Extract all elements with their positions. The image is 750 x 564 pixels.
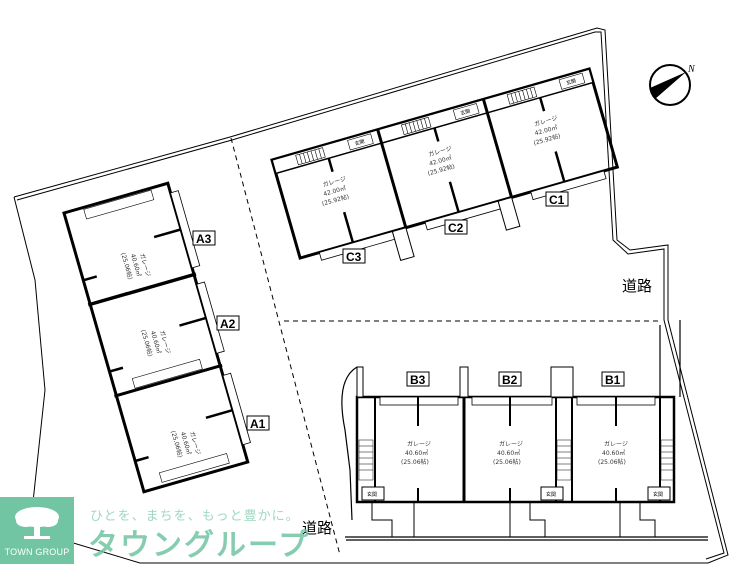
- unit-a3-room: ガレージ 40.60㎡ (25.06帖): [119, 252, 152, 281]
- brand-logo: TOWN GROUP: [0, 497, 74, 564]
- unit-c1-room: ガレージ 42.00㎡ (25.92帖): [532, 114, 561, 147]
- unit-tag-b2: B2: [498, 371, 522, 387]
- north-compass-icon: N: [649, 64, 696, 106]
- road-label-bottom: 道路: [302, 519, 332, 537]
- building-b: 玄関 玄関 玄関: [341, 320, 708, 541]
- svg-text:(25.06帖): (25.06帖): [598, 458, 626, 466]
- building-c: 玄関 玄関 玄関 ガレージ 42.00㎡ (25.92帖) ガレージ 42.00…: [270, 67, 620, 262]
- entrance-label: 玄関: [460, 108, 472, 117]
- property-boundary: [13, 27, 729, 564]
- unit-tag-c2: C2: [444, 219, 468, 235]
- unit-tag-b1: B1: [601, 371, 625, 387]
- brand-kana: タウングループ: [88, 528, 311, 563]
- road-label-right: 道路: [622, 277, 652, 295]
- svg-text:B3: B3: [410, 373, 426, 387]
- entrance-label: 玄関: [546, 491, 556, 498]
- entrance-label: 玄関: [565, 77, 577, 86]
- unit-tag-a2: A2: [216, 315, 240, 331]
- brand-name: TOWN GROUP: [4, 547, 70, 557]
- svg-text:A3: A3: [196, 232, 212, 246]
- tree-icon: [15, 507, 59, 539]
- svg-text:40.60㎡: 40.60㎡: [405, 449, 428, 457]
- entrance-label: 玄関: [367, 491, 377, 498]
- svg-text:B1: B1: [605, 373, 621, 387]
- entrance-label: 玄関: [653, 491, 663, 498]
- svg-text:C1: C1: [549, 193, 565, 207]
- svg-text:ガレージ: ガレージ: [407, 440, 431, 448]
- svg-text:A2: A2: [220, 317, 236, 331]
- unit-a1-room: ガレージ 40.60㎡ (25.06帖): [169, 430, 202, 459]
- unit-c3-room: ガレージ 42.00㎡ (25.92帖): [321, 175, 350, 208]
- unit-b2-room: ガレージ 40.60㎡ (25.06帖): [493, 440, 523, 466]
- svg-text:A1: A1: [250, 417, 266, 431]
- svg-text:(25.06帖): (25.06帖): [493, 458, 521, 466]
- unit-a2-room: ガレージ 40.60㎡ (25.06帖): [139, 329, 172, 358]
- zone-dividers: [230, 137, 662, 556]
- svg-text:C2: C2: [448, 221, 464, 235]
- unit-tag-b3: B3: [406, 371, 430, 387]
- brand-slogan: ひとを、まちを、もっと豊かに。: [90, 509, 300, 524]
- svg-text:B2: B2: [502, 373, 518, 387]
- unit-c2-room: ガレージ 42.00㎡ (25.92帖): [427, 144, 456, 177]
- building-a: [62, 181, 251, 494]
- svg-text:(25.06帖): (25.06帖): [401, 458, 429, 466]
- unit-b1-room: ガレージ 40.60㎡ (25.06帖): [598, 440, 628, 466]
- svg-text:C3: C3: [346, 250, 362, 264]
- svg-text:ガレージ: ガレージ: [499, 440, 523, 448]
- unit-tag-c3: C3: [342, 248, 366, 264]
- compass-north-label: N: [687, 64, 696, 75]
- svg-text:40.60㎡: 40.60㎡: [497, 449, 520, 457]
- entrance-label: 玄関: [354, 138, 366, 147]
- unit-tag-a3: A3: [192, 230, 216, 246]
- svg-text:ガレージ: ガレージ: [604, 440, 628, 448]
- svg-text:40.60㎡: 40.60㎡: [602, 449, 625, 457]
- unit-tag-c1: C1: [545, 191, 569, 207]
- unit-b3-room: ガレージ 40.60㎡ (25.06帖): [401, 440, 431, 466]
- unit-tag-a1: A1: [246, 415, 270, 431]
